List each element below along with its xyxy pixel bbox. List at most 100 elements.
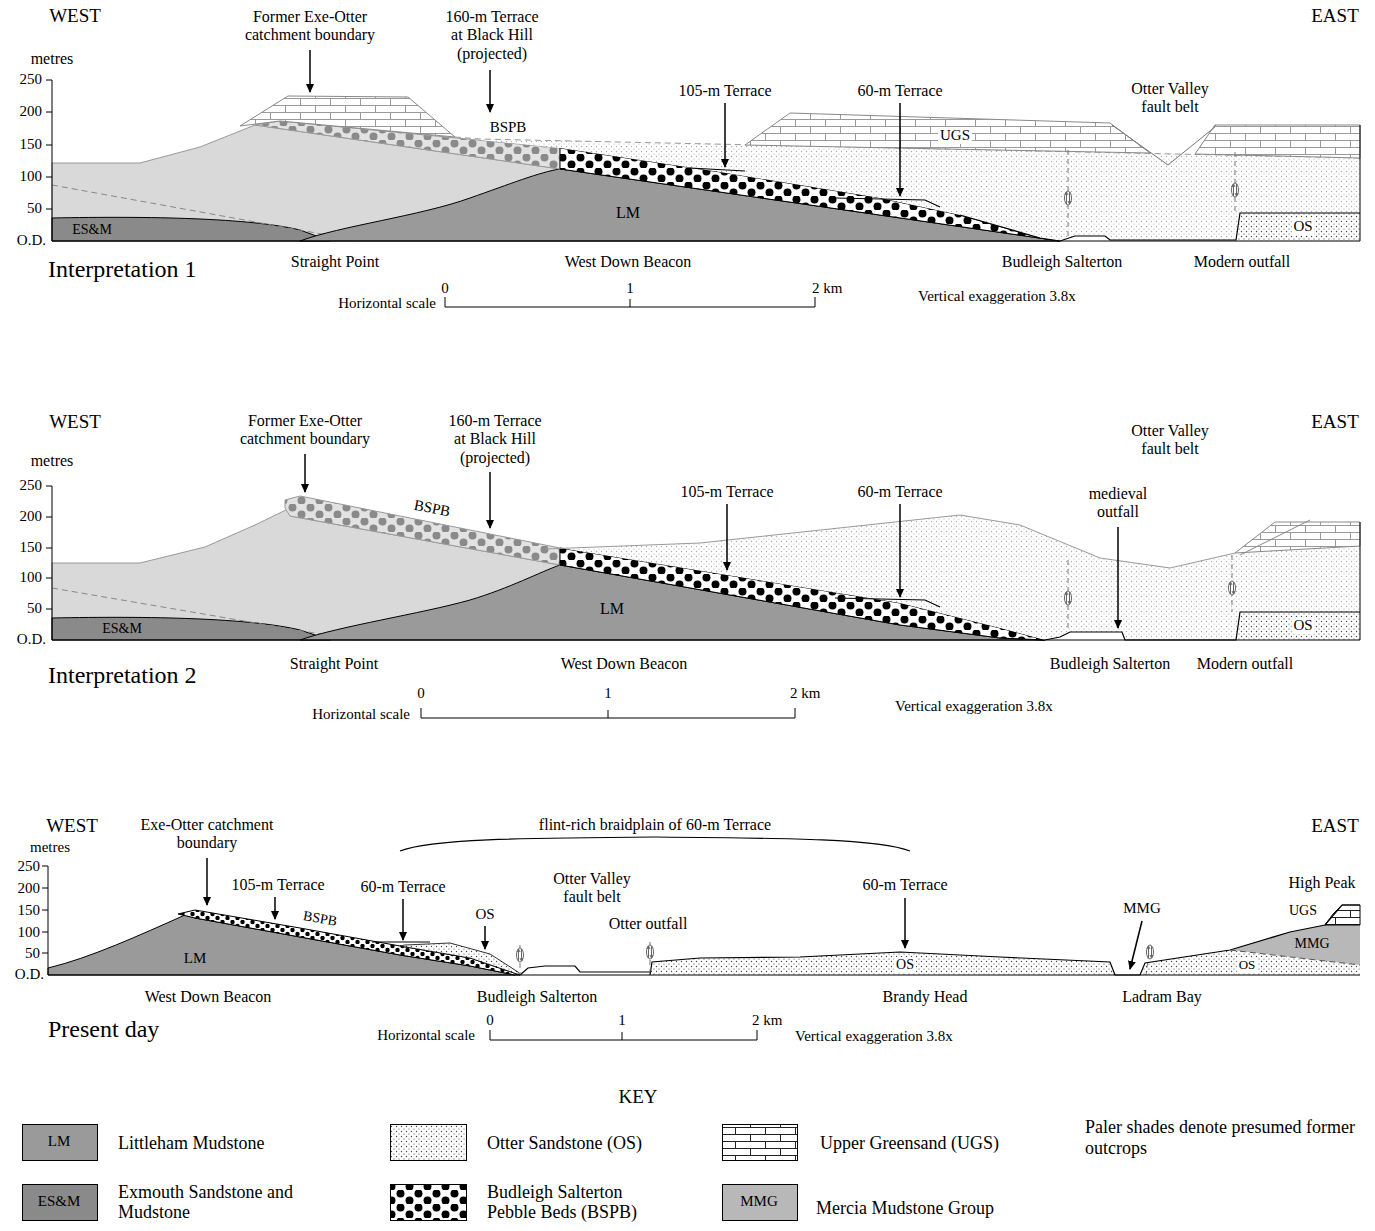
legend-text: Exmouth Sandstone and Mudstone bbox=[118, 1183, 308, 1223]
fault-symbol bbox=[1229, 581, 1236, 595]
unit-label: LM bbox=[600, 600, 624, 618]
direction-label: EAST bbox=[1311, 815, 1359, 837]
unit-label: OS bbox=[1291, 617, 1314, 634]
tick-label: 200 bbox=[20, 508, 43, 525]
place-label: High Peak bbox=[1288, 874, 1355, 892]
boundary-label: Former Exe-Otter catchment boundary bbox=[218, 412, 393, 449]
former-boundary bbox=[52, 185, 360, 241]
callout-arrow bbox=[484, 926, 486, 949]
unit-label: BSPB bbox=[302, 908, 339, 930]
tick-label: 50 bbox=[27, 600, 42, 617]
scale-label: 0 bbox=[486, 1012, 494, 1029]
outfall-label: Otter outfall bbox=[609, 915, 688, 933]
bracket bbox=[400, 837, 910, 851]
terrace-label: 60-m Terrace bbox=[360, 878, 445, 896]
terrace-label: 160-m Terrace at Black Hill (projected) bbox=[438, 8, 546, 63]
unit-label: ES&M bbox=[102, 621, 142, 637]
terrace-label: 105-m Terrace bbox=[680, 483, 773, 501]
tick-label: O.D. bbox=[17, 631, 46, 648]
callout-arrow bbox=[904, 898, 906, 948]
section-frame bbox=[48, 975, 1360, 976]
place-label: Modern outfall bbox=[1197, 655, 1293, 673]
ground-surface bbox=[1045, 612, 1360, 640]
terrace-label: 60-m Terrace bbox=[857, 82, 942, 100]
scale-label: 1 bbox=[618, 1012, 626, 1029]
fault-symbol bbox=[1065, 591, 1072, 605]
place-label: Brandy Head bbox=[883, 988, 968, 1006]
direction-label: WEST bbox=[49, 411, 101, 433]
ground-surface bbox=[960, 213, 1360, 241]
valley-profile bbox=[1112, 125, 1215, 165]
terrace-flat bbox=[835, 198, 940, 207]
legend-text: Littleham Mudstone bbox=[118, 1134, 264, 1154]
note: Paler shades denote presumed former outc… bbox=[1085, 1117, 1355, 1158]
scale-label: Horizontal scale bbox=[377, 1027, 475, 1044]
tick-label: 150 bbox=[20, 539, 43, 556]
terrace-flat bbox=[835, 598, 940, 607]
legend-text: Budleigh Salterton Pebble Beds (BSPB) bbox=[487, 1183, 667, 1223]
legend-swatch bbox=[723, 1125, 798, 1161]
scale-label: 2 km bbox=[812, 280, 842, 297]
callout-arrow bbox=[726, 504, 728, 570]
axis-title: metres bbox=[31, 452, 74, 470]
callout-arrow bbox=[1130, 921, 1142, 969]
terrace-label: 160-m Terrace at Black Hill (projected) bbox=[441, 412, 549, 467]
section-frame bbox=[52, 125, 1360, 241]
place-label: Straight Point bbox=[291, 253, 379, 271]
callout-arrow bbox=[309, 50, 311, 92]
unit-label: OS bbox=[894, 957, 916, 973]
tick-label: 250 bbox=[20, 477, 43, 494]
scale-label: 1 bbox=[604, 685, 612, 702]
panel-title: Interpretation 2 bbox=[48, 662, 197, 690]
legend-text: Mercia Mudstone Group bbox=[816, 1199, 994, 1219]
tick-label: 50 bbox=[27, 200, 42, 217]
scale-bar bbox=[445, 297, 815, 307]
pale-greensand bbox=[745, 113, 1150, 153]
unit-label: LM bbox=[184, 950, 207, 967]
tick-label: 200 bbox=[18, 880, 41, 897]
unit-label: UGS bbox=[1289, 903, 1317, 919]
unit-label: OS bbox=[475, 906, 494, 923]
unit-label: LM bbox=[616, 204, 640, 222]
fault-line bbox=[1068, 555, 1232, 632]
callout-arrow bbox=[899, 504, 901, 597]
scale-label: 0 bbox=[417, 685, 425, 702]
pale-greensand bbox=[1195, 125, 1360, 158]
scale-label: Horizontal scale bbox=[338, 295, 436, 312]
direction-label: WEST bbox=[46, 815, 98, 837]
fault-symbol bbox=[1065, 191, 1072, 205]
place-label: Budleigh Salterton bbox=[1002, 253, 1122, 271]
callout-arrow bbox=[724, 103, 726, 167]
tick-label: 250 bbox=[18, 858, 41, 875]
height-axis bbox=[46, 80, 52, 241]
unit-label: OS bbox=[1237, 958, 1258, 973]
legend-text: Upper Greensand (UGS) bbox=[820, 1134, 999, 1154]
former-boundary bbox=[52, 588, 355, 640]
fault-label: Otter Valley fault belt bbox=[1115, 422, 1225, 459]
upper-greensand bbox=[1325, 905, 1360, 925]
direction-label: EAST bbox=[1311, 5, 1359, 27]
unit-label: ES&M bbox=[72, 222, 112, 238]
otter-sandstone bbox=[650, 950, 1360, 975]
swatch-code: ES&M bbox=[38, 1193, 81, 1210]
tick-label: 100 bbox=[20, 168, 43, 185]
scale-bar bbox=[421, 708, 795, 718]
scale-label: Vertical exaggeration 3.8x bbox=[918, 288, 1076, 305]
tick-label: 250 bbox=[20, 71, 43, 88]
terrace-flat bbox=[372, 941, 430, 942]
place-label: Modern outfall bbox=[1194, 253, 1290, 271]
fault-symbol bbox=[1147, 945, 1154, 959]
otter-sandstone bbox=[1236, 612, 1360, 640]
panel-title: Interpretation 1 bbox=[48, 256, 197, 284]
terrace-label: 60-m Terrace bbox=[857, 483, 942, 501]
terrace-label: 105-m Terrace bbox=[231, 876, 324, 894]
terrace-label: 105-m Terrace bbox=[678, 82, 771, 100]
key-heading: KEY bbox=[618, 1086, 657, 1108]
fault-line bbox=[520, 942, 1150, 975]
exmouth-sandstone bbox=[52, 617, 330, 640]
unit-label: BSPB bbox=[412, 497, 451, 521]
fault-symbol bbox=[1232, 183, 1239, 197]
outfall-label: medieval outfall bbox=[1073, 485, 1163, 522]
fault-line bbox=[1068, 150, 1235, 240]
tick-label: O.D. bbox=[17, 232, 46, 249]
